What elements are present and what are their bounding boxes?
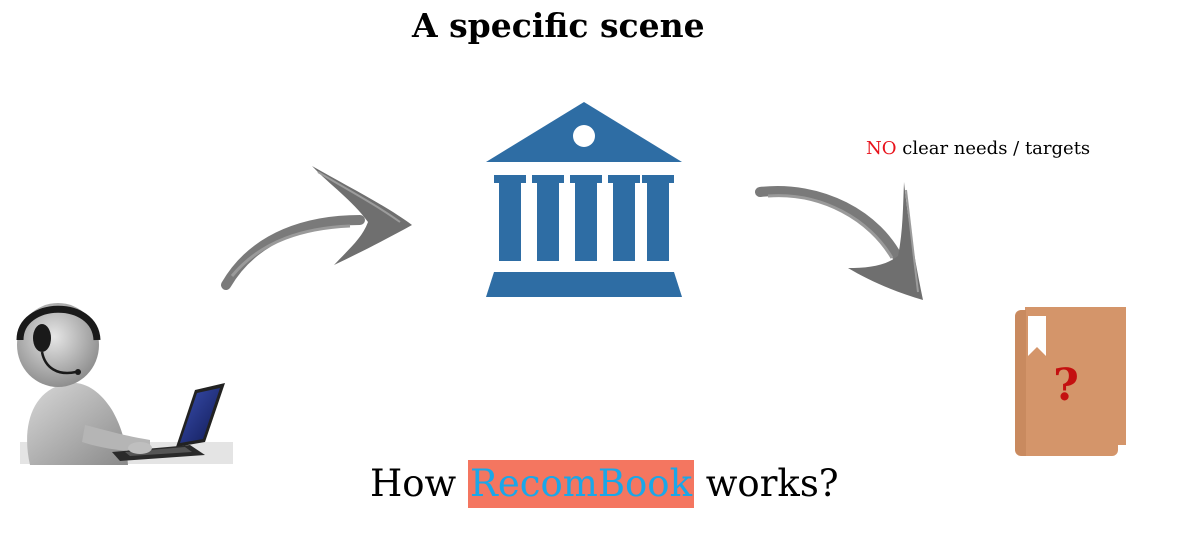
brand-name-part2: Book: [597, 462, 692, 505]
curved-arrow-icon: [755, 182, 923, 300]
institution-building-icon: [486, 102, 682, 297]
book-question-mark: ?: [1053, 360, 1079, 411]
brand-name-part1: Recom: [469, 462, 598, 505]
note-highlight: NO: [866, 138, 897, 159]
brand-name: RecomBook: [467, 460, 694, 508]
book-question-icon: ?: [1015, 307, 1126, 456]
caption-prefix: How: [370, 462, 468, 505]
how-it-works-caption: How RecomBook works?: [370, 460, 839, 508]
caption-suffix: works?: [694, 462, 839, 505]
person-at-laptop-icon: [16, 303, 233, 465]
note-text: clear needs / targets: [896, 138, 1091, 159]
curved-arrow-icon: [221, 166, 412, 290]
diagram-title: A specific scene: [412, 6, 705, 45]
no-clear-needs-note: NO clear needs / targets: [866, 138, 1090, 159]
